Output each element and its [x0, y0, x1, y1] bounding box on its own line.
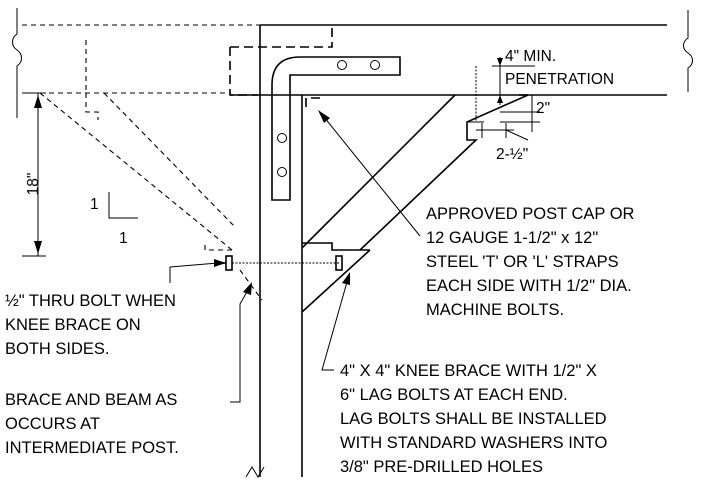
note-brace-beam-line-1: BRACE AND BEAM AS — [5, 391, 177, 409]
note-knee-brace: 4" X 4" KNEE BRACE WITH 1/2" X 6" LAG BO… — [340, 362, 608, 476]
machine-bolt-2 — [370, 60, 380, 70]
note-post-cap: APPROVED POST CAP OR 12 GAUGE 1-1/2" x 1… — [426, 205, 635, 319]
lag-bolt-beam — [468, 66, 484, 123]
dimension-4-inch-penetration: 4" MIN. PENETRATION — [492, 48, 614, 105]
note-thru-bolt-line-2: KNEE BRACE ON — [5, 316, 141, 334]
knee-brace — [301, 94, 529, 313]
leader-brace-beam — [230, 282, 252, 403]
note-thru-bolt-line-3: BOTH SIDES. — [5, 340, 110, 358]
note-knee-brace-line-5: 3/8" PRE-DRILLED HOLES — [340, 458, 543, 476]
dimension-18-inch: 18" — [22, 92, 46, 257]
thru-bolt — [218, 255, 343, 271]
leader-knee-brace — [321, 272, 350, 371]
leader-thru-bolt — [169, 259, 226, 283]
note-thru-bolt-line-1: ½" THRU BOLT WHEN — [5, 292, 176, 310]
break-mark-bottom — [245, 466, 265, 478]
slope-rise-label: 1 — [90, 196, 99, 213]
slope-indicator: 1 1 — [90, 192, 138, 247]
machine-bolt-1 — [337, 60, 347, 70]
note-thru-bolt: ½" THRU BOLT WHEN KNEE BRACE ON BOTH SID… — [5, 292, 176, 358]
min-penetration-label: 4" MIN. — [505, 48, 556, 65]
note-post-cap-line-5: MACHINE BOLTS. — [426, 301, 564, 319]
note-knee-brace-line-4: WITH STANDARD WASHERS INTO — [340, 434, 608, 452]
leader-post-cap — [318, 110, 421, 237]
dimension-18-label: 18" — [25, 173, 42, 196]
machine-bolt-4 — [277, 167, 287, 177]
note-knee-brace-line-2: 6" LAG BOLTS AT EACH END. — [340, 386, 568, 404]
dimension-2-half-label: 2-½" — [496, 146, 528, 163]
post-cap-hidden — [229, 25, 333, 110]
note-post-cap-line-2: 12 GAUGE 1-1/2" x 12" — [426, 229, 598, 247]
note-brace-beam-line-3: INTERMEDIATE POST. — [5, 439, 179, 457]
penetration-label: PENETRATION — [505, 71, 614, 88]
note-knee-brace-line-1: 4" X 4" KNEE BRACE WITH 1/2" X — [340, 362, 597, 380]
note-post-cap-line-1: APPROVED POST CAP OR — [426, 205, 635, 223]
break-mark-right — [683, 10, 693, 92]
note-post-cap-line-4: EACH SIDE WITH 1/2" DIA. — [426, 277, 632, 295]
steel-l-strap — [271, 56, 401, 201]
dimension-2-half-inch: 2-½" — [476, 123, 528, 163]
beam — [22, 24, 667, 96]
break-mark-left — [12, 8, 22, 118]
note-knee-brace-line-3: LAG BOLTS SHALL BE INSTALLED — [340, 410, 607, 428]
note-brace-beam: BRACE AND BEAM AS OCCURS AT INTERMEDIATE… — [5, 391, 179, 457]
dimension-2-inch: 2" — [500, 95, 550, 132]
post — [259, 25, 303, 477]
note-brace-beam-line-2: OCCURS AT — [5, 415, 100, 433]
opposite-knee-brace-hidden — [39, 40, 263, 301]
slope-run-label: 1 — [119, 230, 128, 247]
note-post-cap-line-3: STEEL 'T' OR 'L' STRAPS — [426, 253, 619, 271]
dimension-2-label: 2" — [536, 100, 550, 117]
machine-bolt-3 — [277, 133, 287, 143]
